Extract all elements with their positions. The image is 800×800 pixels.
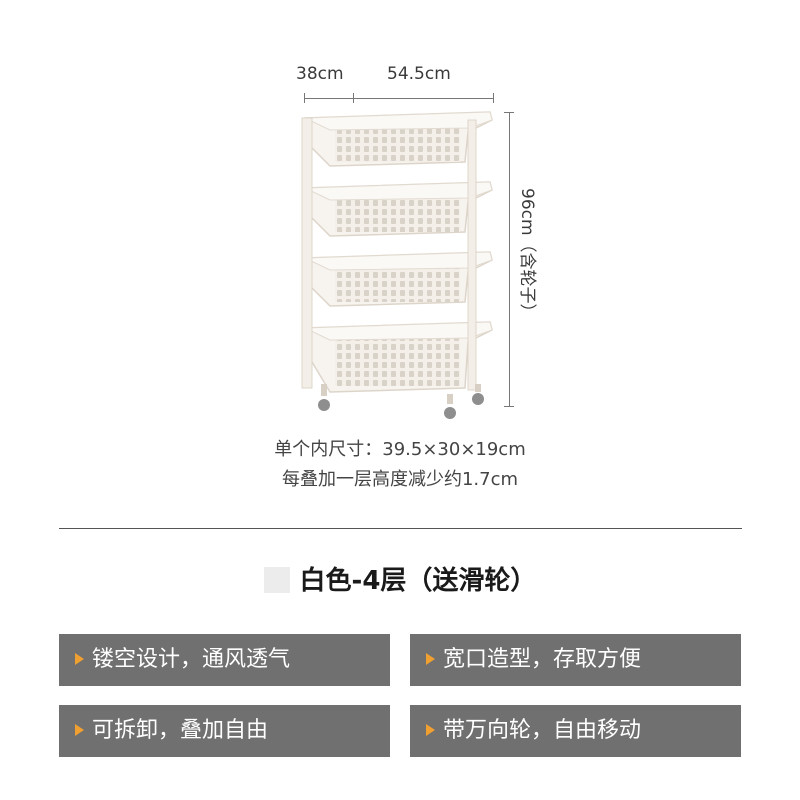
triangle-bullet-icon — [426, 653, 435, 665]
width-label: 54.5cm — [387, 64, 451, 84]
triangle-bullet-icon — [75, 653, 84, 665]
feature-box: 宽口造型，存取方便 — [410, 634, 741, 686]
basket-tier-2 — [304, 181, 493, 237]
dimension-line-width — [304, 98, 494, 99]
dimension-tick-top — [504, 112, 514, 113]
height-label: 96cm（含轮子） — [517, 188, 537, 321]
divider — [59, 528, 742, 529]
basket-tier-3 — [304, 251, 493, 307]
inner-size-text: 单个内尺寸：39.5×30×19cm — [274, 439, 526, 460]
variant-title-row: 白色-4层（送滑轮） — [0, 560, 800, 597]
dimension-tick-bottom — [504, 406, 514, 407]
dimension-tick-right — [493, 93, 494, 103]
color-swatch — [263, 567, 290, 593]
triangle-bullet-icon — [426, 724, 435, 736]
feature-box: 可拆卸，叠加自由 — [59, 705, 390, 757]
feature-box: 镂空设计，通风透气 — [59, 634, 390, 686]
dimension-line-height — [509, 112, 510, 406]
wheel-icon — [472, 384, 484, 405]
dimension-tick-mid — [353, 93, 354, 103]
wheel-icon — [318, 384, 330, 411]
basket-tier-1 — [304, 111, 493, 167]
feature-label: 可拆卸，叠加自由 — [92, 718, 269, 743]
feature-label: 镂空设计，通风透气 — [92, 647, 291, 672]
stack-note-text: 每叠加一层高度减少约1.7cm — [281, 469, 519, 490]
feature-box: 带万向轮，自由移动 — [410, 705, 741, 757]
feature-label: 带万向轮，自由移动 — [443, 718, 642, 743]
basket-tier-4 — [304, 321, 493, 393]
wheel-icon — [444, 394, 456, 419]
variant-title: 白色-4层（送滑轮） — [299, 566, 537, 596]
product-image-basket-rack — [301, 111, 493, 419]
dimension-tick-left — [304, 93, 305, 103]
depth-label: 38cm — [296, 64, 344, 84]
feature-label: 宽口造型，存取方便 — [443, 647, 642, 672]
triangle-bullet-icon — [75, 724, 84, 736]
